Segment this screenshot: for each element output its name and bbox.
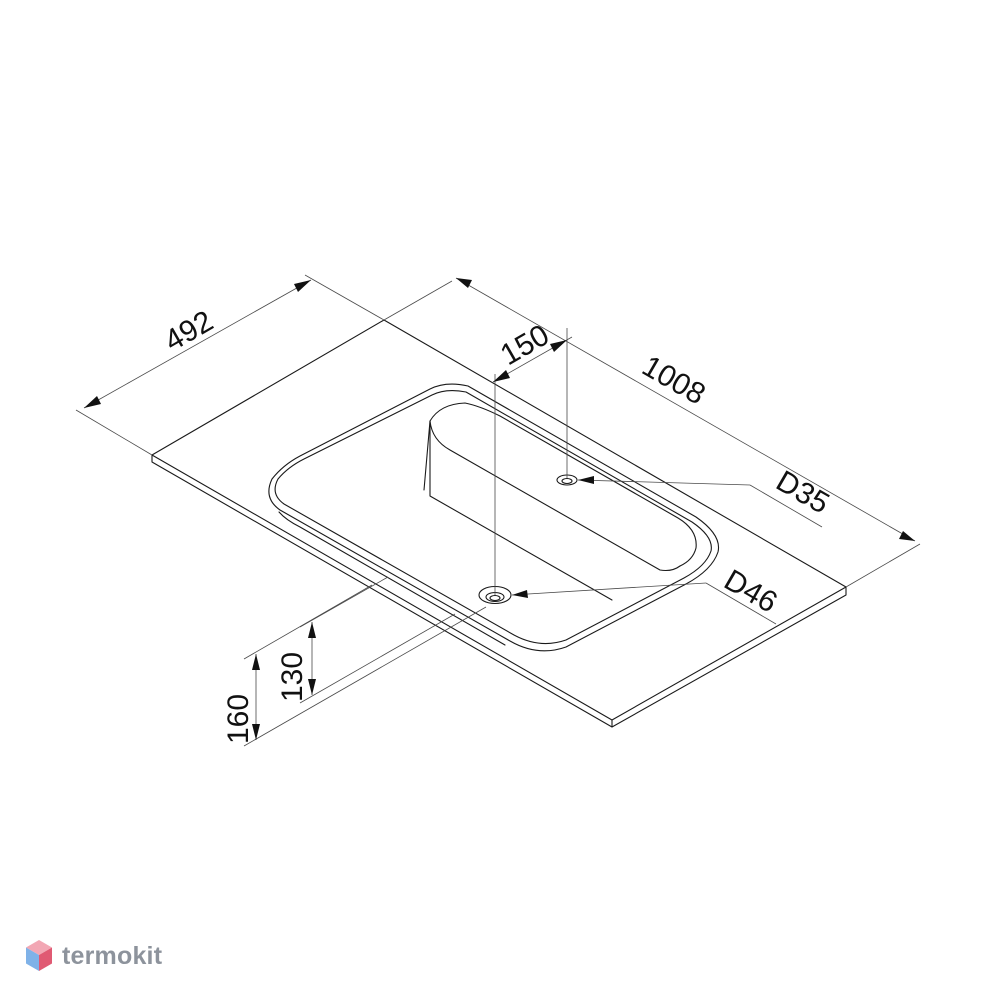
dimension-150: 150 [492,318,573,595]
dimension-492: 492 [75,274,385,456]
leader-d46-label: D46 [719,563,783,619]
dimension-1008-label: 1008 [637,349,711,411]
leader-d46: D46 [511,563,783,625]
dimension-130: 130 [276,576,456,704]
dimension-1008: 1008 [383,277,921,588]
dimension-492-label: 492 [159,304,219,358]
dimension-160-label: 160 [222,694,255,744]
dimension-160: 160 [222,584,487,747]
termokit-logo-icon [26,940,52,971]
watermark-text: termokit [62,941,163,970]
basin-outer-rim [268,383,720,652]
watermark: termokit [24,934,162,978]
dimension-150-label: 150 [495,318,555,372]
dimension-130-label: 130 [276,652,309,702]
leader-d35: D35 [577,464,835,528]
basin-inner-bowl [423,402,697,601]
leader-d35-label: D35 [771,464,835,520]
